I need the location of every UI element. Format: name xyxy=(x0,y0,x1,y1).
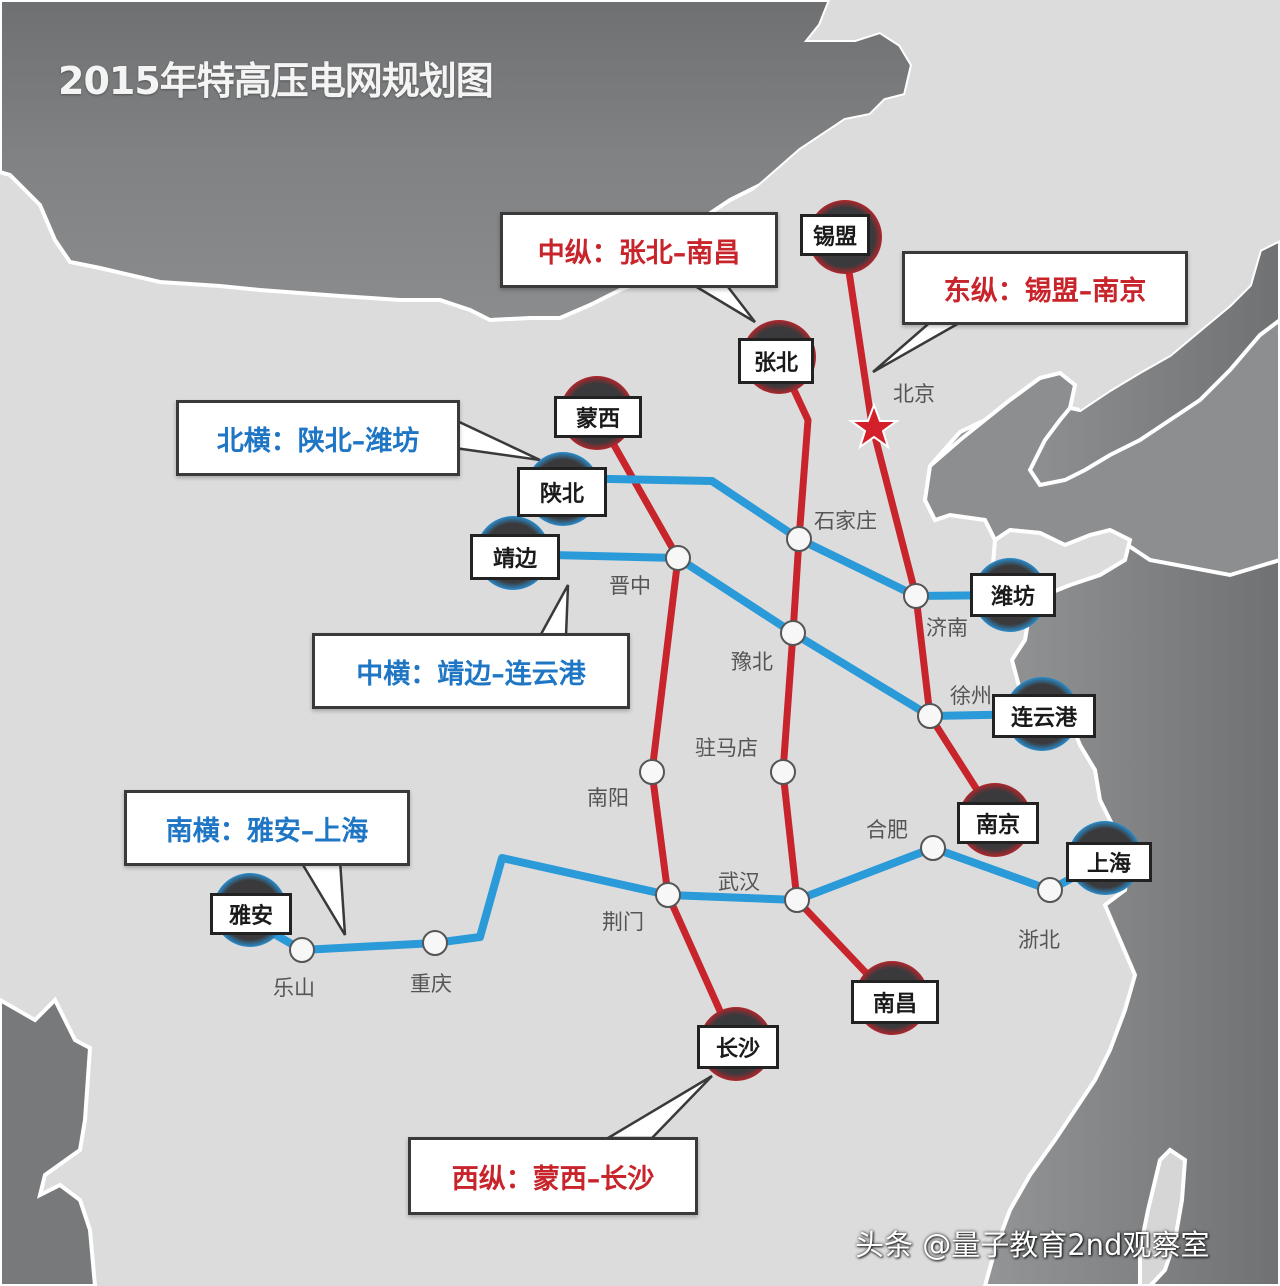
node-yubei xyxy=(780,620,806,646)
watermark: 头条 @量子教育2nd观察室 xyxy=(855,1228,1210,1262)
callout-dongzong: 东纵：锡盟–南京 xyxy=(902,251,1188,325)
node-zhebei xyxy=(1037,877,1063,903)
city-hefei: 合肥 xyxy=(866,818,908,842)
terminal-lianyungang: 连云港 xyxy=(992,694,1096,738)
city-jingmen: 荆门 xyxy=(602,910,644,934)
map-title: 2015年特高压电网规划图 xyxy=(58,59,494,103)
terminal-yaan: 雅安 xyxy=(210,893,292,935)
terminal-changsha: 长沙 xyxy=(697,1025,779,1069)
city-xuzhou: 徐州 xyxy=(950,684,992,708)
southwest-region xyxy=(0,996,98,1286)
city-chongqing: 重庆 xyxy=(410,972,452,996)
junction-nodes xyxy=(289,526,1063,963)
node-shijiazhuang xyxy=(786,526,812,552)
callout-beiheng: 北横：陕北–潍坊 xyxy=(176,400,460,476)
node-zhumadian xyxy=(770,759,796,785)
city-yubei: 豫北 xyxy=(731,650,773,674)
node-xuzhou xyxy=(917,703,943,729)
node-jinzhong xyxy=(665,545,691,571)
node-chongqing xyxy=(422,930,448,956)
node-jinan xyxy=(903,583,929,609)
terminal-weifang: 潍坊 xyxy=(970,573,1056,617)
node-wuhan xyxy=(784,887,810,913)
city-jinzhong: 晋中 xyxy=(609,574,651,598)
city-leshan: 乐山 xyxy=(273,976,315,1000)
callout-pointers xyxy=(297,281,973,1140)
callout-nanheng: 南横：雅安–上海 xyxy=(124,790,410,866)
terminal-mengxi: 蒙西 xyxy=(554,396,642,438)
terminal-ximeng: 锡盟 xyxy=(800,214,870,256)
city-shijiazhuang: 石家庄 xyxy=(814,509,877,533)
city-wuhan: 武汉 xyxy=(718,870,760,894)
callout-zhongheng: 中横：靖边–连云港 xyxy=(312,633,630,709)
terminal-jingbian: 靖边 xyxy=(470,534,560,580)
node-jingmen xyxy=(655,882,681,908)
node-nanyang xyxy=(639,759,665,785)
terminal-zhangbei: 张北 xyxy=(738,338,814,384)
city-nanyang: 南阳 xyxy=(587,786,629,810)
city-jinan: 济南 xyxy=(926,616,968,640)
terminal-nanjing: 南京 xyxy=(957,802,1039,844)
terminal-nanchang: 南昌 xyxy=(851,980,939,1024)
city-zhebei: 浙北 xyxy=(1018,928,1060,952)
line-nanheng xyxy=(246,844,1109,954)
node-leshan xyxy=(289,937,315,963)
taiwan-island xyxy=(1138,1147,1188,1286)
terminal-shanbei: 陕北 xyxy=(517,467,607,517)
node-hefei xyxy=(920,835,946,861)
terminal-shanghai: 上海 xyxy=(1066,842,1152,882)
callout-zhongzong: 中纵：张北–南昌 xyxy=(500,212,778,288)
city-beijing: 北京 xyxy=(893,382,935,406)
callout-xizong: 西纵：蒙西–长沙 xyxy=(408,1137,698,1215)
city-zhumadian: 驻马店 xyxy=(695,736,758,760)
beijing-star-icon xyxy=(847,402,901,450)
